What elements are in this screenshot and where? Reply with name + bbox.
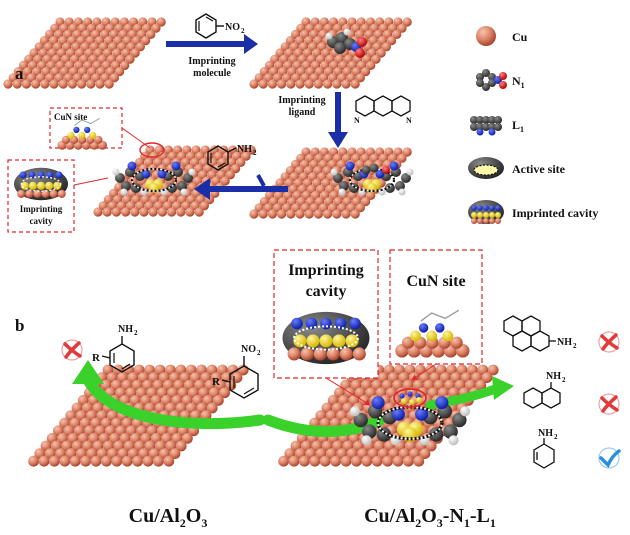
step1-line1: Imprinting [188, 56, 235, 67]
cu-surface-a2 [249, 17, 412, 89]
svg-text:2: 2 [134, 329, 138, 337]
nitrobenzene-molecule-icon [476, 69, 507, 91]
cun-site-inset-a: CuN site [49, 107, 123, 150]
cun-site-label-a: CuN site [54, 112, 87, 122]
svg-text:NO: NO [241, 344, 256, 355]
imprinted-surface-a-left [112, 142, 196, 196]
svg-text:N: N [406, 116, 412, 125]
adsorbed-nitrobenzene [325, 28, 367, 58]
legend-item-nitrobenzene-molecule: N1 [476, 69, 525, 91]
step2-line2: ligand [289, 107, 316, 118]
legend-label: L1 [512, 118, 524, 134]
cu-atom-icon [476, 26, 496, 46]
legend-item-phenanthroline-ligand: L1 [470, 116, 524, 136]
cu-surface-a3 [249, 147, 412, 219]
cavity-label-b-2: cavity [306, 283, 347, 300]
svg-text:R: R [92, 352, 101, 364]
cu-surface-a1 [3, 17, 166, 89]
svg-text:2: 2 [257, 349, 261, 357]
svg-text:2: 2 [554, 433, 558, 441]
imprinted-surface-b [349, 388, 471, 446]
svg-text:NH: NH [546, 371, 561, 382]
cavity-label-a-2: cavity [30, 216, 53, 226]
panel-b-label: b [15, 316, 24, 335]
svg-text:R: R [212, 376, 221, 388]
imprinted-cavity-icon [468, 200, 504, 224]
legend-item-imprinted-cavity: Imprinted cavity [468, 200, 598, 224]
reject-mark-left [61, 339, 83, 361]
imprint-molecule-arrow [166, 34, 258, 54]
step2-line1: Imprinting [278, 95, 325, 106]
svg-text:NH: NH [557, 337, 572, 348]
active-site-icon [468, 157, 504, 179]
accept-check-aniline [598, 447, 621, 469]
step1-line2: molecule [193, 68, 231, 79]
svg-text:NH: NH [538, 428, 553, 439]
no2-sub: 2 [241, 27, 245, 35]
legend-label: Imprinted cavity [512, 206, 598, 220]
legend-item-active-site: Active site [468, 157, 566, 179]
cun-site-label-b: CuN site [406, 273, 465, 290]
cun-site-inset-b: CuN site [389, 249, 483, 365]
imprint-ligand-arrow [328, 92, 348, 148]
svg-text:NH: NH [118, 324, 133, 335]
substituted-aniline: NH 2 R [92, 324, 138, 373]
imprinting-cavity-inset-b: Imprinting cavity [273, 249, 379, 379]
reject-mark-pyrene [598, 331, 620, 353]
aniline-product-b: NH 2 [533, 428, 558, 469]
imprinted-surface-a-right [330, 161, 414, 196]
substituted-nitrobenzene: NO 2 R [212, 344, 261, 399]
legend-label: N1 [512, 74, 525, 90]
naphthylamine: NH 2 [523, 371, 566, 409]
reject-mark-naphthyl [598, 393, 620, 415]
svg-text:2: 2 [253, 149, 257, 157]
legend-item-cu-atom: Cu [476, 26, 528, 46]
svg-text:NH: NH [237, 144, 252, 155]
imprinting-cavity-inset-a: Imprinting cavity [7, 159, 75, 233]
product-release-arrow [194, 174, 288, 200]
cavity-label-a-1: Imprinting [20, 204, 63, 214]
no2-text: NO [225, 22, 240, 33]
catalyst-left-label: Cu/Al2O3 [129, 505, 208, 530]
catalyst-right-label: Cu/Al2O3-N1-L1 [364, 505, 496, 530]
pyrene-amine: NH 2 [503, 315, 577, 352]
legend-label: Cu [512, 30, 528, 44]
svg-text:N: N [354, 116, 360, 125]
nitrobenzene-icon: NO 2 [195, 13, 245, 39]
aniline-icon-a: NH 2 [207, 144, 257, 171]
phenanthroline-icon: N N [354, 95, 412, 125]
svg-text:2: 2 [573, 342, 577, 350]
panel-a-label: a [15, 64, 24, 83]
svg-text:2: 2 [562, 376, 566, 384]
cavity-label-b-1: Imprinting [288, 262, 364, 279]
phenanthroline-ligand-icon [470, 116, 502, 136]
legend-label: Active site [512, 162, 566, 176]
